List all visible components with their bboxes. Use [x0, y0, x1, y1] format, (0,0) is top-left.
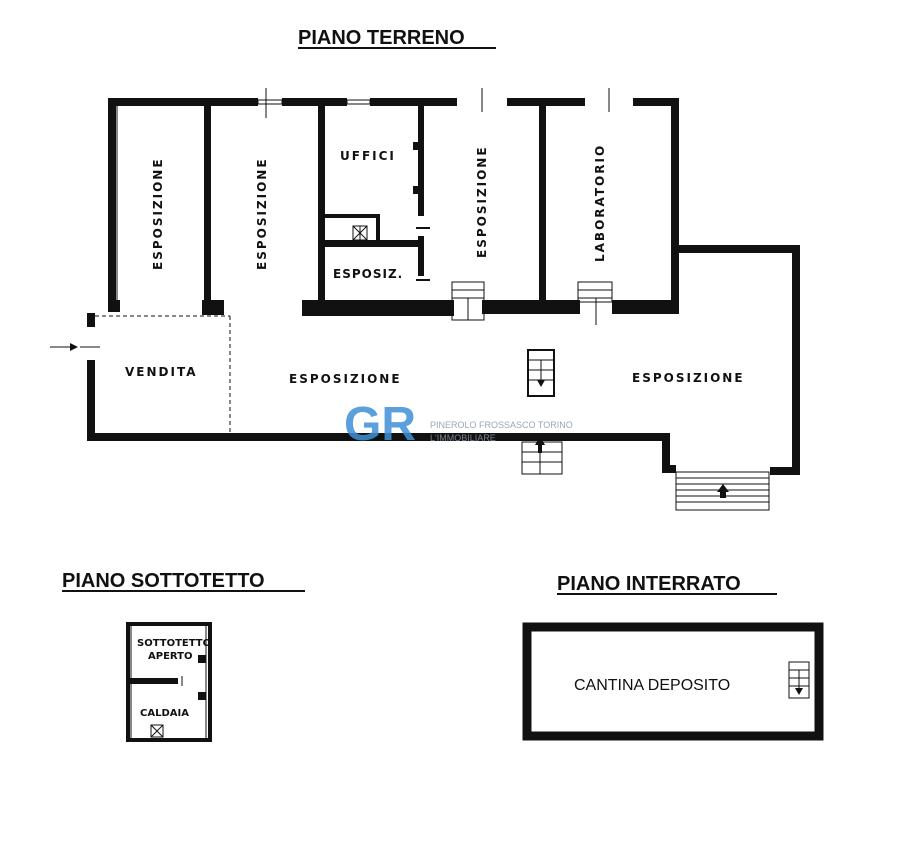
basement-floor-title: PIANO INTERRATO	[557, 573, 777, 595]
attic-floor-title-text: PIANO SOTTOTETTO	[62, 570, 265, 592]
watermark-name: L'IMMOBILIARE	[430, 433, 496, 443]
basement-floor-title-text: PIANO INTERRATO	[557, 573, 741, 595]
room-label-sottotetto: SOTTOTETTO	[137, 638, 211, 649]
room-label-esposizione-main: ESPOSIZIONE	[289, 372, 402, 386]
room-label-vendita: VENDITA	[125, 365, 198, 379]
basement-floor-plan: CANTINA DEPOSITO	[522, 622, 824, 741]
room-label-esposizione-2: ESPOSIZIONE	[255, 157, 269, 270]
attic-floor-title: PIANO SOTTOTETTO	[62, 570, 305, 592]
ground-floor-plan: ESPOSIZIONE ESPOSIZIONE UFFICI ESPOSIZ. …	[50, 88, 800, 511]
ground-floor-title: PIANO TERRENO	[298, 27, 496, 49]
watermark-tagline: PINEROLO FROSSASCO TORINO	[430, 420, 573, 430]
room-label-esposizione-right: ESPOSIZIONE	[632, 371, 745, 385]
room-label-esposiz: ESPOSIZ.	[333, 267, 403, 281]
stair-entrance-middle	[521, 436, 563, 475]
boiler-icon	[352, 225, 368, 241]
room-label-laboratorio: LABORATORIO	[593, 144, 607, 262]
room-label-caldaia: CALDAIA	[140, 708, 189, 719]
stair-entrance-right	[675, 471, 770, 511]
room-label-esposizione-1: ESPOSIZIONE	[151, 157, 165, 270]
watermark-logo: GR	[344, 398, 416, 451]
stair-central	[527, 349, 555, 397]
stair-up-arrow-icon	[535, 436, 545, 445]
room-label-cantina-deposito: CANTINA DEPOSITO	[574, 677, 730, 694]
room-label-uffici: UFFICI	[340, 149, 396, 163]
room-label-aperto: APERTO	[148, 651, 192, 662]
stair-small-2	[577, 281, 613, 325]
ground-floor-title-text: PIANO TERRENO	[298, 27, 465, 49]
room-label-esposizione-3: ESPOSIZIONE	[475, 145, 489, 258]
boiler-icon	[150, 724, 164, 738]
stair-small-1	[451, 281, 485, 321]
stair-basement	[788, 661, 810, 699]
stair-down-arrow-icon	[795, 688, 803, 695]
wall	[108, 98, 258, 106]
attic-floor-plan: SOTTOTETTO APERTO CALDAIA	[126, 622, 212, 742]
stair-up-arrow-icon	[717, 484, 729, 492]
agency-watermark: GR PINEROLO FROSSASCO TORINO L'IMMOBILIA…	[344, 398, 573, 451]
stair-down-arrow-icon	[537, 380, 545, 387]
entrance-arrow-icon	[50, 343, 100, 351]
